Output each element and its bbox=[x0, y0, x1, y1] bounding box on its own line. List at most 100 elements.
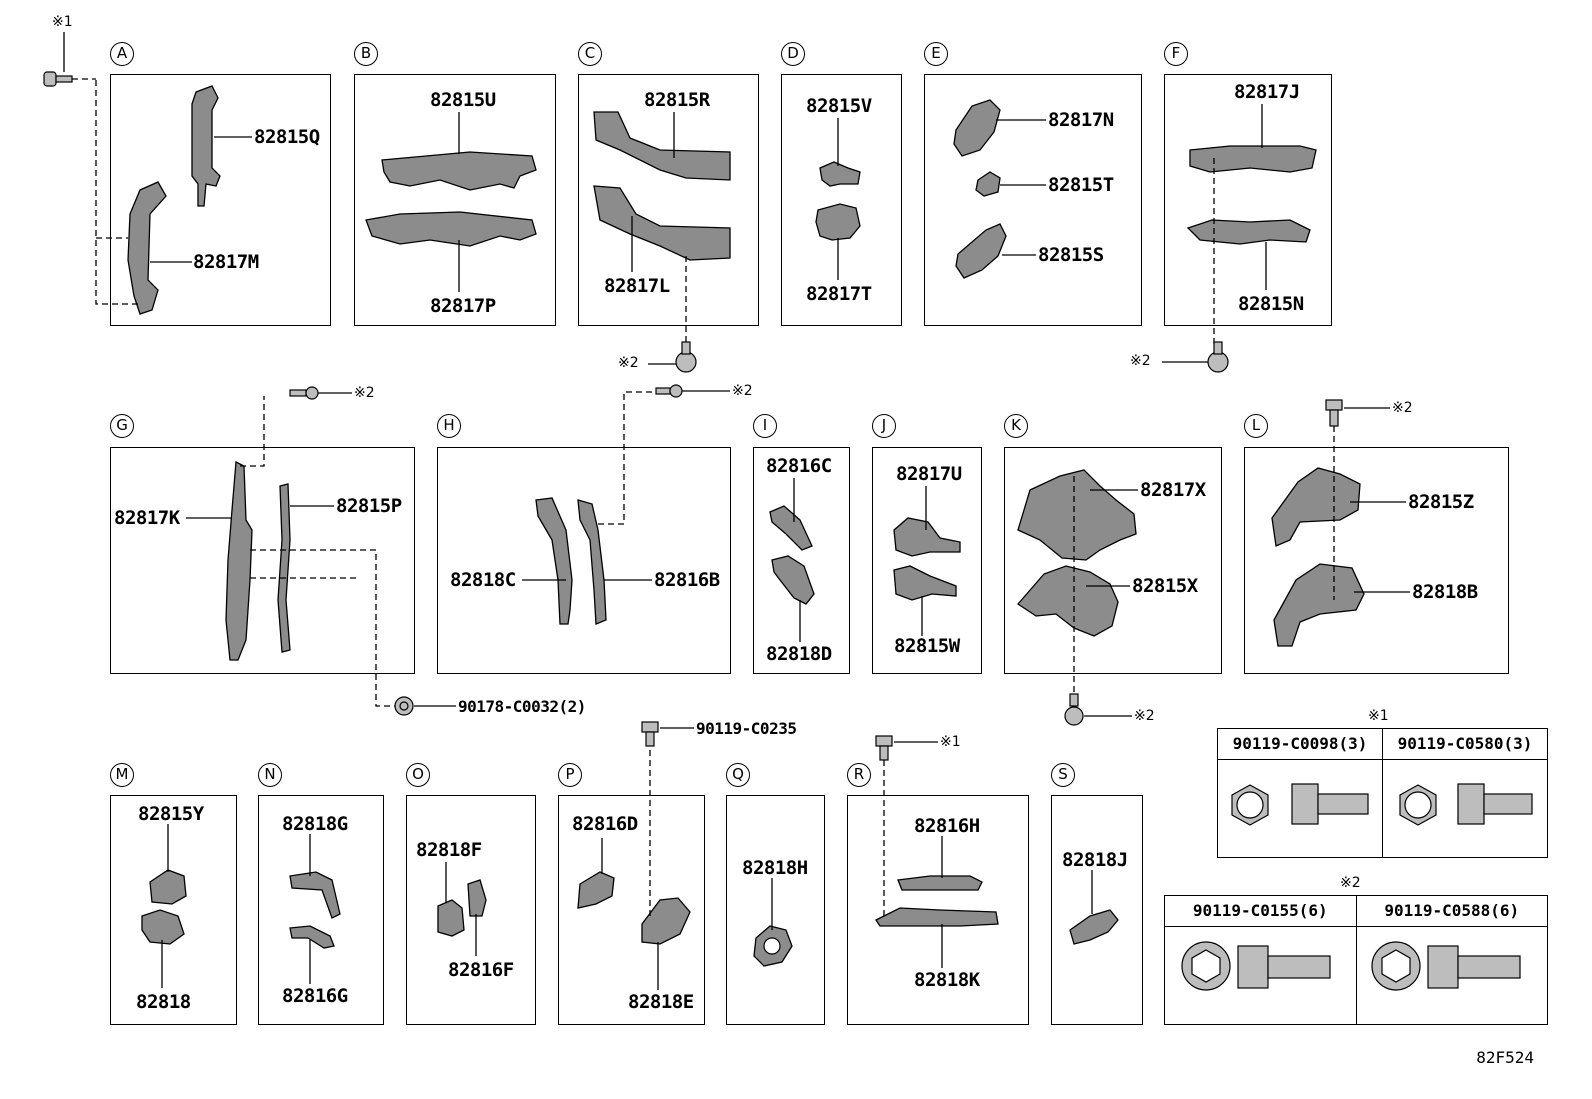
part-label-82815z: 82815Z bbox=[1408, 491, 1474, 513]
part-label-82818f: 82818F bbox=[416, 839, 482, 861]
part-label-82818j: 82818J bbox=[1062, 849, 1128, 871]
section-letter-k: K bbox=[1004, 414, 1028, 438]
part-label-82815u: 82815U bbox=[430, 89, 496, 111]
part-82816c-shape bbox=[769, 505, 813, 551]
part-label-82817t: 82817T bbox=[806, 283, 872, 305]
part-label-82815p: 82815P bbox=[336, 495, 402, 517]
panel-g bbox=[110, 447, 415, 674]
bolt-icon-f bbox=[1207, 341, 1229, 373]
bolt-head-icon-4 bbox=[1371, 941, 1421, 991]
part-label-82815q: 82815Q bbox=[254, 126, 320, 148]
part-label-82818g: 82818G bbox=[282, 813, 348, 835]
part-82817k-shape bbox=[225, 460, 253, 661]
part-82815x-shape bbox=[1017, 565, 1119, 637]
table-2-mark: ※2 bbox=[1340, 875, 1361, 891]
mark-g-bolt: ※2 bbox=[354, 385, 375, 401]
part-82816b-shape bbox=[577, 499, 607, 625]
part-82815u-shape bbox=[381, 151, 537, 191]
section-letter-s: S bbox=[1051, 763, 1075, 787]
part-label-82818b: 82818B bbox=[1412, 581, 1478, 603]
part-label-82817n: 82817N bbox=[1048, 109, 1114, 131]
part-82817p-shape bbox=[365, 211, 537, 247]
bolt-icon-g bbox=[289, 386, 319, 400]
part-82818k-shape bbox=[875, 907, 999, 927]
bolt-head-icon-2 bbox=[1399, 784, 1437, 826]
part-label-82815w: 82815W bbox=[894, 635, 960, 657]
bolt-side-icon-3 bbox=[1237, 945, 1331, 989]
clip-icon-g bbox=[394, 696, 414, 716]
mark-a-bolt: ※1 bbox=[52, 14, 73, 30]
part-label-82816f: 82816F bbox=[448, 959, 514, 981]
part-label-82815x: 82815X bbox=[1132, 575, 1198, 597]
part-82816h-shape bbox=[897, 875, 983, 891]
bolt-icon-c bbox=[675, 341, 697, 373]
panel-i bbox=[753, 447, 850, 674]
part-82815s-shape bbox=[955, 223, 1007, 279]
section-letter-i: I bbox=[753, 414, 777, 438]
panel-l bbox=[1244, 447, 1509, 674]
part-82815r-shape bbox=[593, 111, 731, 181]
part-82817n-shape bbox=[953, 99, 1001, 157]
part-label-82816b: 82816B bbox=[654, 569, 720, 591]
part-82818d-shape bbox=[771, 555, 815, 605]
part-label-82816h: 82816H bbox=[914, 815, 980, 837]
bolt-icon-k bbox=[1064, 693, 1084, 726]
section-letter-d: D bbox=[781, 42, 805, 66]
part-82817m-shape bbox=[127, 181, 167, 315]
part-82815t-shape bbox=[975, 171, 1001, 197]
part-82818-shape bbox=[141, 909, 185, 945]
bolt-icon-l bbox=[1325, 399, 1343, 427]
section-letter-g: G bbox=[110, 414, 134, 438]
part-82818b-shape bbox=[1273, 563, 1365, 647]
bolt-icon-h bbox=[655, 384, 683, 398]
part-label-82818e: 82818E bbox=[628, 991, 694, 1013]
mark-h-bolt: ※2 bbox=[732, 383, 753, 399]
panel-k bbox=[1004, 447, 1222, 674]
table-1-mark: ※1 bbox=[1368, 708, 1389, 724]
section-letter-m: M bbox=[110, 763, 134, 787]
part-label-82817x: 82817X bbox=[1140, 479, 1206, 501]
part-label-82818h: 82818H bbox=[742, 857, 808, 879]
part-label-82818c: 82818C bbox=[450, 569, 516, 591]
bolt-side-icon-1 bbox=[1291, 783, 1369, 825]
part-82817l-shape bbox=[593, 185, 731, 261]
part-label-82818k: 82818K bbox=[914, 969, 980, 991]
part-82816f-shape bbox=[467, 879, 487, 917]
section-letter-r: R bbox=[847, 763, 871, 787]
part-82817u-shape bbox=[893, 517, 961, 557]
mark-f-bolt: ※2 bbox=[1130, 353, 1151, 369]
part-82815w-shape bbox=[893, 565, 957, 601]
table-1-col-1: 90119-C0098(3) bbox=[1232, 734, 1368, 753]
section-letter-o: O bbox=[406, 763, 430, 787]
bolt-head-icon-1 bbox=[1231, 784, 1269, 826]
diagram-code: 82F524 bbox=[1476, 1048, 1534, 1067]
part-label-82818: 82818 bbox=[136, 991, 191, 1013]
part-label-82818d: 82818D bbox=[766, 643, 832, 665]
panel-p bbox=[558, 795, 705, 1025]
section-letter-a: A bbox=[110, 42, 134, 66]
part-label-82815s: 82815S bbox=[1038, 244, 1104, 266]
section-letter-l: L bbox=[1244, 414, 1268, 438]
part-82818e-shape bbox=[641, 897, 691, 945]
part-82816d-shape bbox=[577, 871, 615, 909]
panel-j bbox=[872, 447, 982, 674]
mark-r-bolt: ※1 bbox=[940, 734, 961, 750]
section-letter-e: E bbox=[924, 42, 948, 66]
panel-c bbox=[578, 74, 759, 326]
part-82815n-shape bbox=[1186, 219, 1311, 245]
section-letter-h: H bbox=[437, 414, 461, 438]
part-82817j-shape bbox=[1189, 145, 1317, 173]
part-82815v-shape bbox=[819, 161, 861, 187]
part-label-82815t: 82815T bbox=[1048, 174, 1114, 196]
part-label-82817j: 82817J bbox=[1234, 81, 1300, 103]
part-label-82815n: 82815N bbox=[1238, 293, 1304, 315]
bolt-table-1: 90119-C0098(3) 90119-C0580(3) bbox=[1217, 728, 1548, 858]
panel-o bbox=[406, 795, 536, 1025]
table-2-col-1: 90119-C0155(6) bbox=[1192, 901, 1328, 920]
table-1-col-2: 90119-C0580(3) bbox=[1382, 729, 1547, 759]
panel-d bbox=[781, 74, 902, 326]
part-82817x-shape bbox=[1017, 469, 1137, 561]
part-82815p-shape bbox=[277, 483, 291, 653]
